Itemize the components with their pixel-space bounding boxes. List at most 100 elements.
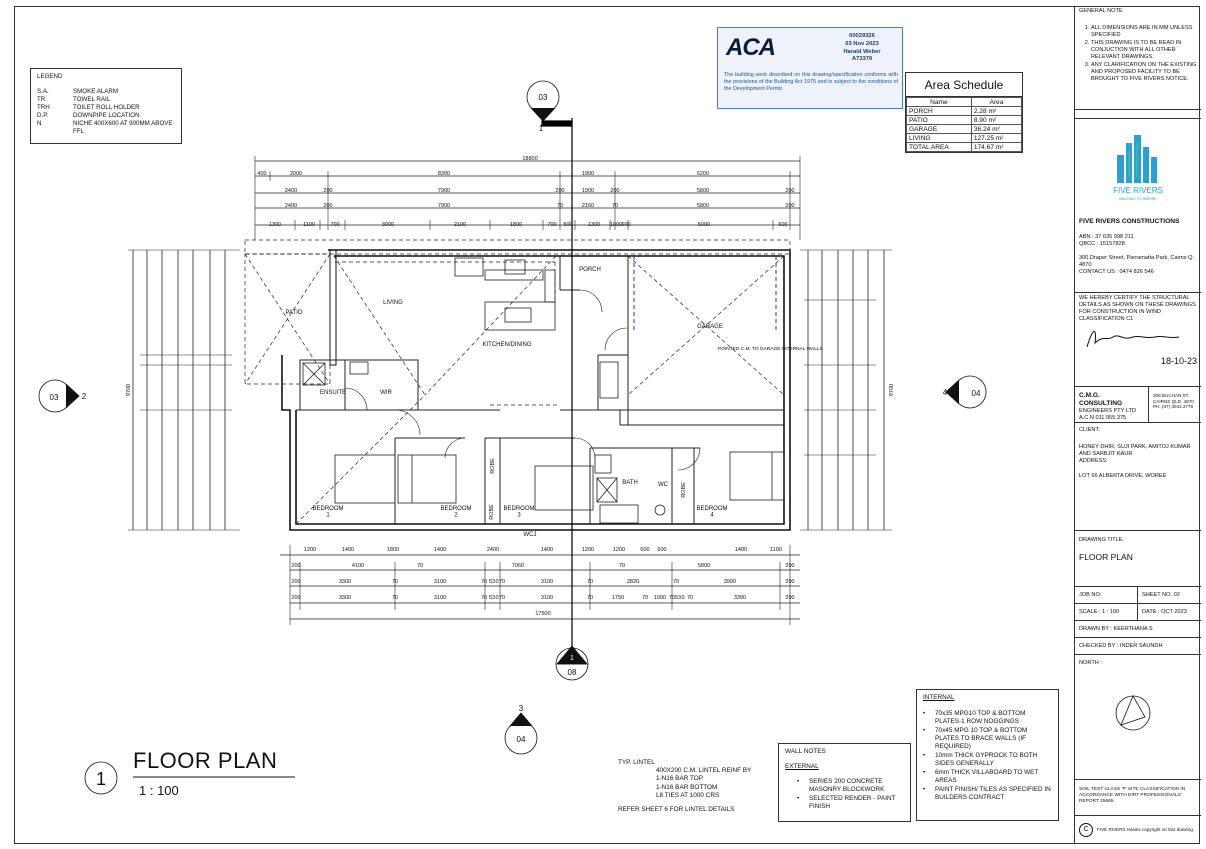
svg-text:600: 600	[640, 547, 649, 553]
bed-1	[334, 454, 396, 504]
stamp-code: A73379	[851, 56, 873, 63]
bed-4	[729, 451, 785, 501]
svg-text:2100: 2100	[454, 222, 466, 228]
svg-text:200: 200	[291, 595, 300, 601]
svg-text:200: 200	[291, 579, 300, 585]
svg-text:700: 700	[330, 222, 339, 228]
room-wir: WIR	[380, 390, 392, 396]
svg-text:1100: 1100	[303, 222, 315, 228]
room-kitchen: KITCHEN/DINING	[482, 342, 531, 348]
svg-text:04: 04	[517, 735, 526, 744]
svg-text:200: 200	[785, 579, 794, 585]
svg-text:5800: 5800	[698, 563, 710, 569]
copyright-icon: C	[1079, 823, 1093, 837]
svg-text:200: 200	[323, 188, 332, 194]
svg-text:70: 70	[587, 595, 593, 601]
svg-text:1750: 1750	[612, 595, 624, 601]
svg-text:3100: 3100	[541, 579, 553, 585]
svg-text:2000: 2000	[290, 171, 302, 177]
svg-text:1200: 1200	[613, 547, 625, 553]
svg-text:200: 200	[555, 188, 564, 194]
svg-text:1: 1	[570, 655, 574, 662]
room-garage: GARAGE	[697, 324, 723, 330]
svg-text:4100: 4100	[352, 563, 364, 569]
room-porch: PORCH	[579, 267, 601, 273]
approval-stamp: ACA 00029326 03 Nov 2023 Harald Weber A7…	[717, 27, 903, 109]
svg-text:3100: 3100	[541, 595, 553, 601]
patio-outline	[244, 253, 331, 385]
drawing-frame	[14, 6, 1200, 844]
svg-text:5800: 5800	[697, 188, 709, 194]
svg-text:1: 1	[96, 769, 106, 789]
svg-text:70: 70	[587, 579, 593, 585]
certification-section: WE HEREBY CERTIFY THE STRUCTURAL DETAILS…	[1075, 293, 1201, 387]
svg-text:53: 53	[489, 595, 495, 601]
svg-text:500: 500	[563, 222, 572, 228]
svg-text:70: 70	[499, 579, 505, 585]
svg-text:0: 0	[495, 579, 498, 585]
svg-text:1800: 1800	[387, 547, 399, 553]
svg-text:4: 4	[943, 388, 948, 397]
svg-text:08: 08	[568, 668, 577, 677]
svg-text:70: 70	[669, 595, 675, 601]
svg-text:1400: 1400	[434, 547, 446, 553]
stamp-name: Harald Weber	[843, 48, 881, 55]
north-arrow-icon	[1115, 695, 1151, 731]
client-section: CLIENT: HONEY DHIR, SUJI PARK, AMITOJ KU…	[1075, 423, 1201, 531]
svg-text:1: 1	[539, 124, 544, 133]
svg-text:3300: 3300	[339, 595, 351, 601]
svg-text:1200: 1200	[304, 547, 316, 553]
room-robe: ROBE	[489, 504, 495, 520]
svg-text:400: 400	[257, 171, 266, 177]
svg-text:1800: 1800	[510, 222, 522, 228]
svg-text:2820: 2820	[627, 579, 639, 585]
list-item: SERIES 200 CONCRETE MASONRY BLOCKWORK	[785, 778, 904, 794]
svg-text:700: 700	[547, 222, 556, 228]
lintel-note: TYP. LINTEL 400X200 C.M. LINTEL REINF BY…	[618, 759, 752, 813]
svg-text:1400: 1400	[342, 547, 354, 553]
svg-text:3100: 3100	[434, 579, 446, 585]
svg-text:600: 600	[778, 222, 787, 228]
svg-text:70: 70	[557, 203, 563, 209]
svg-text:3: 3	[519, 704, 524, 713]
svg-text:03: 03	[539, 93, 548, 102]
svg-text:3100: 3100	[434, 595, 446, 601]
svg-text:7060: 7060	[512, 563, 524, 569]
list-item: 10mm THICK GYPROCK TO BOTH SIDES GENERAL…	[923, 752, 1052, 768]
svg-text:2160: 2160	[582, 203, 594, 209]
svg-text:3900: 3900	[724, 579, 736, 585]
drawing-title-section: DRAWING TITLE: FLOOR PLAN	[1075, 531, 1201, 587]
svg-text:200: 200	[785, 188, 794, 194]
list-item: 70x45 MPG 10 TOP & BOTTOM PLATES TO BRAC…	[923, 727, 1052, 751]
svg-text:3300: 3300	[734, 595, 746, 601]
engineer-signature	[1086, 330, 1180, 348]
svg-text:2400: 2400	[487, 547, 499, 553]
svg-text:200: 200	[785, 563, 794, 569]
north-section: NORTH :	[1075, 655, 1201, 780]
internal-notes: INTERNAL 70x35 MPG10 TOP & BOTTOM PLATES…	[916, 689, 1059, 821]
svg-text:0: 0	[681, 595, 684, 601]
stamp-date: 03 Nov 2023	[845, 40, 879, 47]
label-wcj: WCJ	[524, 532, 537, 538]
svg-text:2: 2	[82, 392, 87, 401]
wall-notes: WALL NOTES EXTERNAL SERIES 200 CONCRETE …	[778, 743, 911, 822]
svg-text:70: 70	[499, 595, 505, 601]
bath-tub	[599, 504, 639, 524]
svg-text:1100: 1100	[770, 547, 782, 553]
aca-logo: ACA	[726, 34, 776, 61]
five-rivers-logo: FIVE RIVERS BUILDING TO INSPIRE	[1113, 135, 1163, 201]
svg-text:1000: 1000	[654, 595, 666, 601]
svg-text:70: 70	[481, 595, 487, 601]
roof-line	[244, 239, 791, 255]
svg-text:1400: 1400	[541, 547, 553, 553]
dim-overall-top: 18800	[522, 156, 537, 162]
svg-text:70: 70	[687, 595, 693, 601]
svg-text:7900: 7900	[438, 203, 450, 209]
drawing-scale: 1 : 100	[139, 783, 179, 798]
svg-text:70: 70	[392, 579, 398, 585]
svg-text:1000: 1000	[610, 222, 622, 228]
